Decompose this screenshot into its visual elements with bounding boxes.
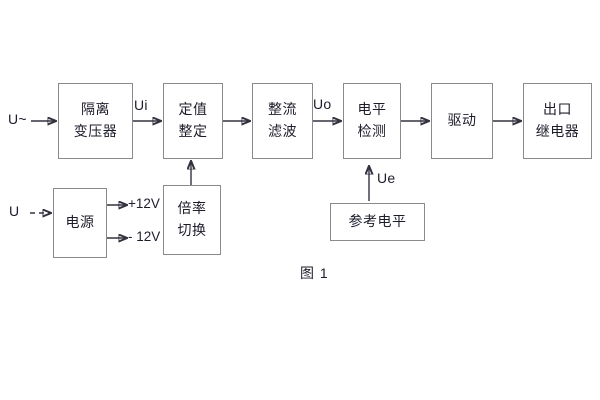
- block-label-line1: 定值: [178, 101, 208, 118]
- block-setting-value[interactable]: 定值 整定: [163, 83, 223, 159]
- block-level-detection[interactable]: 电平 检测: [343, 83, 401, 159]
- label-input-dc: U: [9, 203, 20, 219]
- label-uo: Uo: [313, 96, 332, 112]
- block-label-line2: 滤波: [268, 123, 297, 139]
- block-drive[interactable]: 驱动: [431, 83, 493, 159]
- block-multiplier-switch[interactable]: 倍率 切换: [163, 185, 221, 255]
- block-label-line1: 电平: [357, 101, 387, 118]
- block-rectifier-filter[interactable]: 整流 滤波: [252, 83, 313, 159]
- label-ui: Ui: [134, 97, 148, 113]
- label-rail-positive: +12V: [128, 196, 160, 211]
- label-ue: Ue: [377, 170, 396, 186]
- block-label-line1: 整流: [268, 101, 297, 118]
- block-label-line2: 切换: [177, 222, 207, 238]
- block-label-line1: 参考电平: [348, 213, 407, 230]
- block-label-line2: 继电器: [535, 123, 580, 139]
- block-power-supply[interactable]: 电源: [53, 188, 107, 258]
- block-label-line2: 整定: [178, 123, 208, 139]
- block-label-line1: 隔离: [81, 101, 110, 118]
- block-label-line2: 变压器: [73, 123, 118, 139]
- block-label-line1: 驱动: [447, 112, 477, 129]
- block-label-line1: 出口: [543, 101, 572, 118]
- block-isolation-transformer[interactable]: 隔离 变压器: [58, 83, 133, 159]
- block-label-line1: 电源: [65, 214, 95, 231]
- label-rail-negative: - 12V: [128, 229, 161, 244]
- block-reference-level[interactable]: 参考电平: [330, 203, 425, 241]
- label-input-ac: U~: [8, 111, 27, 127]
- block-label-line1: 倍率: [177, 200, 207, 217]
- block-output-relay[interactable]: 出口 继电器: [523, 83, 592, 159]
- figure-caption: 图 1: [300, 265, 329, 281]
- block-label-line2: 检测: [357, 123, 387, 139]
